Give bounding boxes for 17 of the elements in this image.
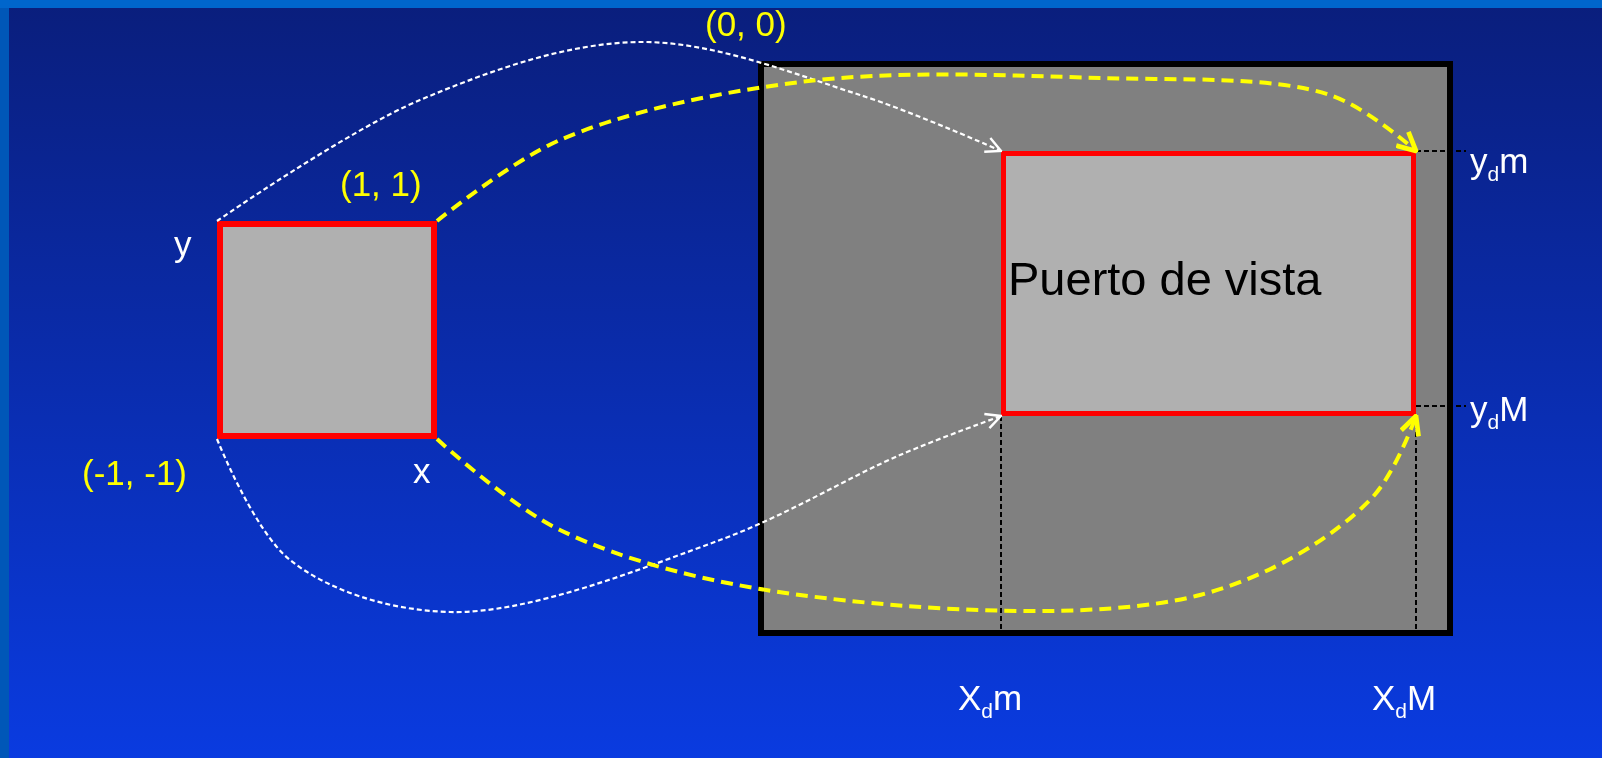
window-square [217,221,437,439]
viewport-label: Puerto de vista [1008,251,1322,306]
coordinate-label: (0, 0) [705,6,787,41]
axis-label: x [413,453,431,488]
coordinate-label: y$_{d}$m [1470,143,1529,184]
screen-rectangle [758,61,1453,636]
viewport-rectangle [1001,151,1416,416]
coordinate-label: y$_{d}$M [1470,391,1529,432]
coordinate-label: X$_{d}$M [1372,680,1437,721]
coordinate-label: (-1, -1) [82,455,187,490]
arrow [216,412,1003,614]
arrow [216,40,1003,222]
arrow [435,413,1421,613]
arrow [435,72,1419,223]
axis-label: y [174,226,192,261]
coordinate-label: X$_{d}$m [958,680,1023,721]
coordinate-label: (1, 1) [340,166,422,201]
